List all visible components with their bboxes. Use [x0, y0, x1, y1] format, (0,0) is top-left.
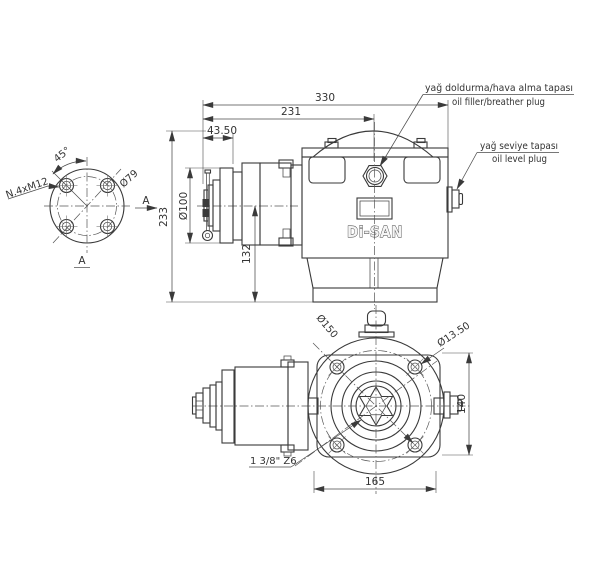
dim-330: 330	[315, 92, 335, 104]
oil-plug-front	[443, 391, 463, 419]
engagement-lever	[201, 169, 214, 242]
dim-233: 233	[158, 207, 170, 227]
input-shaft-assembly	[201, 159, 303, 247]
dim-132: 132	[241, 244, 253, 264]
input-shaft-front	[191, 355, 309, 457]
dim-140: 140	[456, 394, 468, 414]
dim-dia150: Ø150	[314, 312, 341, 340]
oil-level-callout: yağ seviye tapası oil level plug	[456, 140, 559, 190]
dim-dia13-50: Ø13.50	[435, 320, 472, 350]
front-view: Ø150 Ø13.50 1 3/8" Z6 165 140	[191, 305, 473, 494]
dim-43-50: 43.50	[207, 125, 237, 137]
breather-cap-front	[358, 310, 395, 338]
breather-label-tr: yağ doldurma/hava alma tapası	[425, 82, 573, 94]
side-view: 330 231 43.50 233 Ø100 132	[158, 82, 574, 309]
bolt-circle-dim: Ø79	[117, 167, 140, 190]
brand-logo: Di-SAN	[347, 223, 403, 241]
bolt-spec-label: N.4xM12	[4, 176, 49, 201]
dim-231: 231	[281, 106, 301, 118]
oil-level-plug	[446, 186, 464, 213]
breather-plug	[362, 165, 388, 187]
angle-dim: 45°	[52, 145, 73, 165]
dim-165: 165	[365, 476, 385, 488]
spline-label: 1 3/8" Z6	[250, 456, 297, 467]
gearbox-body: Di-SAN	[197, 122, 464, 309]
dim-dia100: Ø100	[178, 192, 190, 220]
section-view-label: A	[78, 255, 86, 267]
breather-callout: yağ doldurma/hava alma tapası oil filler…	[379, 82, 574, 167]
level-label-tr: yağ seviye tapası	[480, 140, 558, 152]
section-a-view: 45° N.4xM12 Ø79 A A	[4, 145, 158, 268]
breather-label-en: oil filler/breather plug	[452, 97, 545, 108]
section-arrow-label: A	[142, 195, 150, 207]
level-label-en: oil level plug	[492, 154, 547, 165]
